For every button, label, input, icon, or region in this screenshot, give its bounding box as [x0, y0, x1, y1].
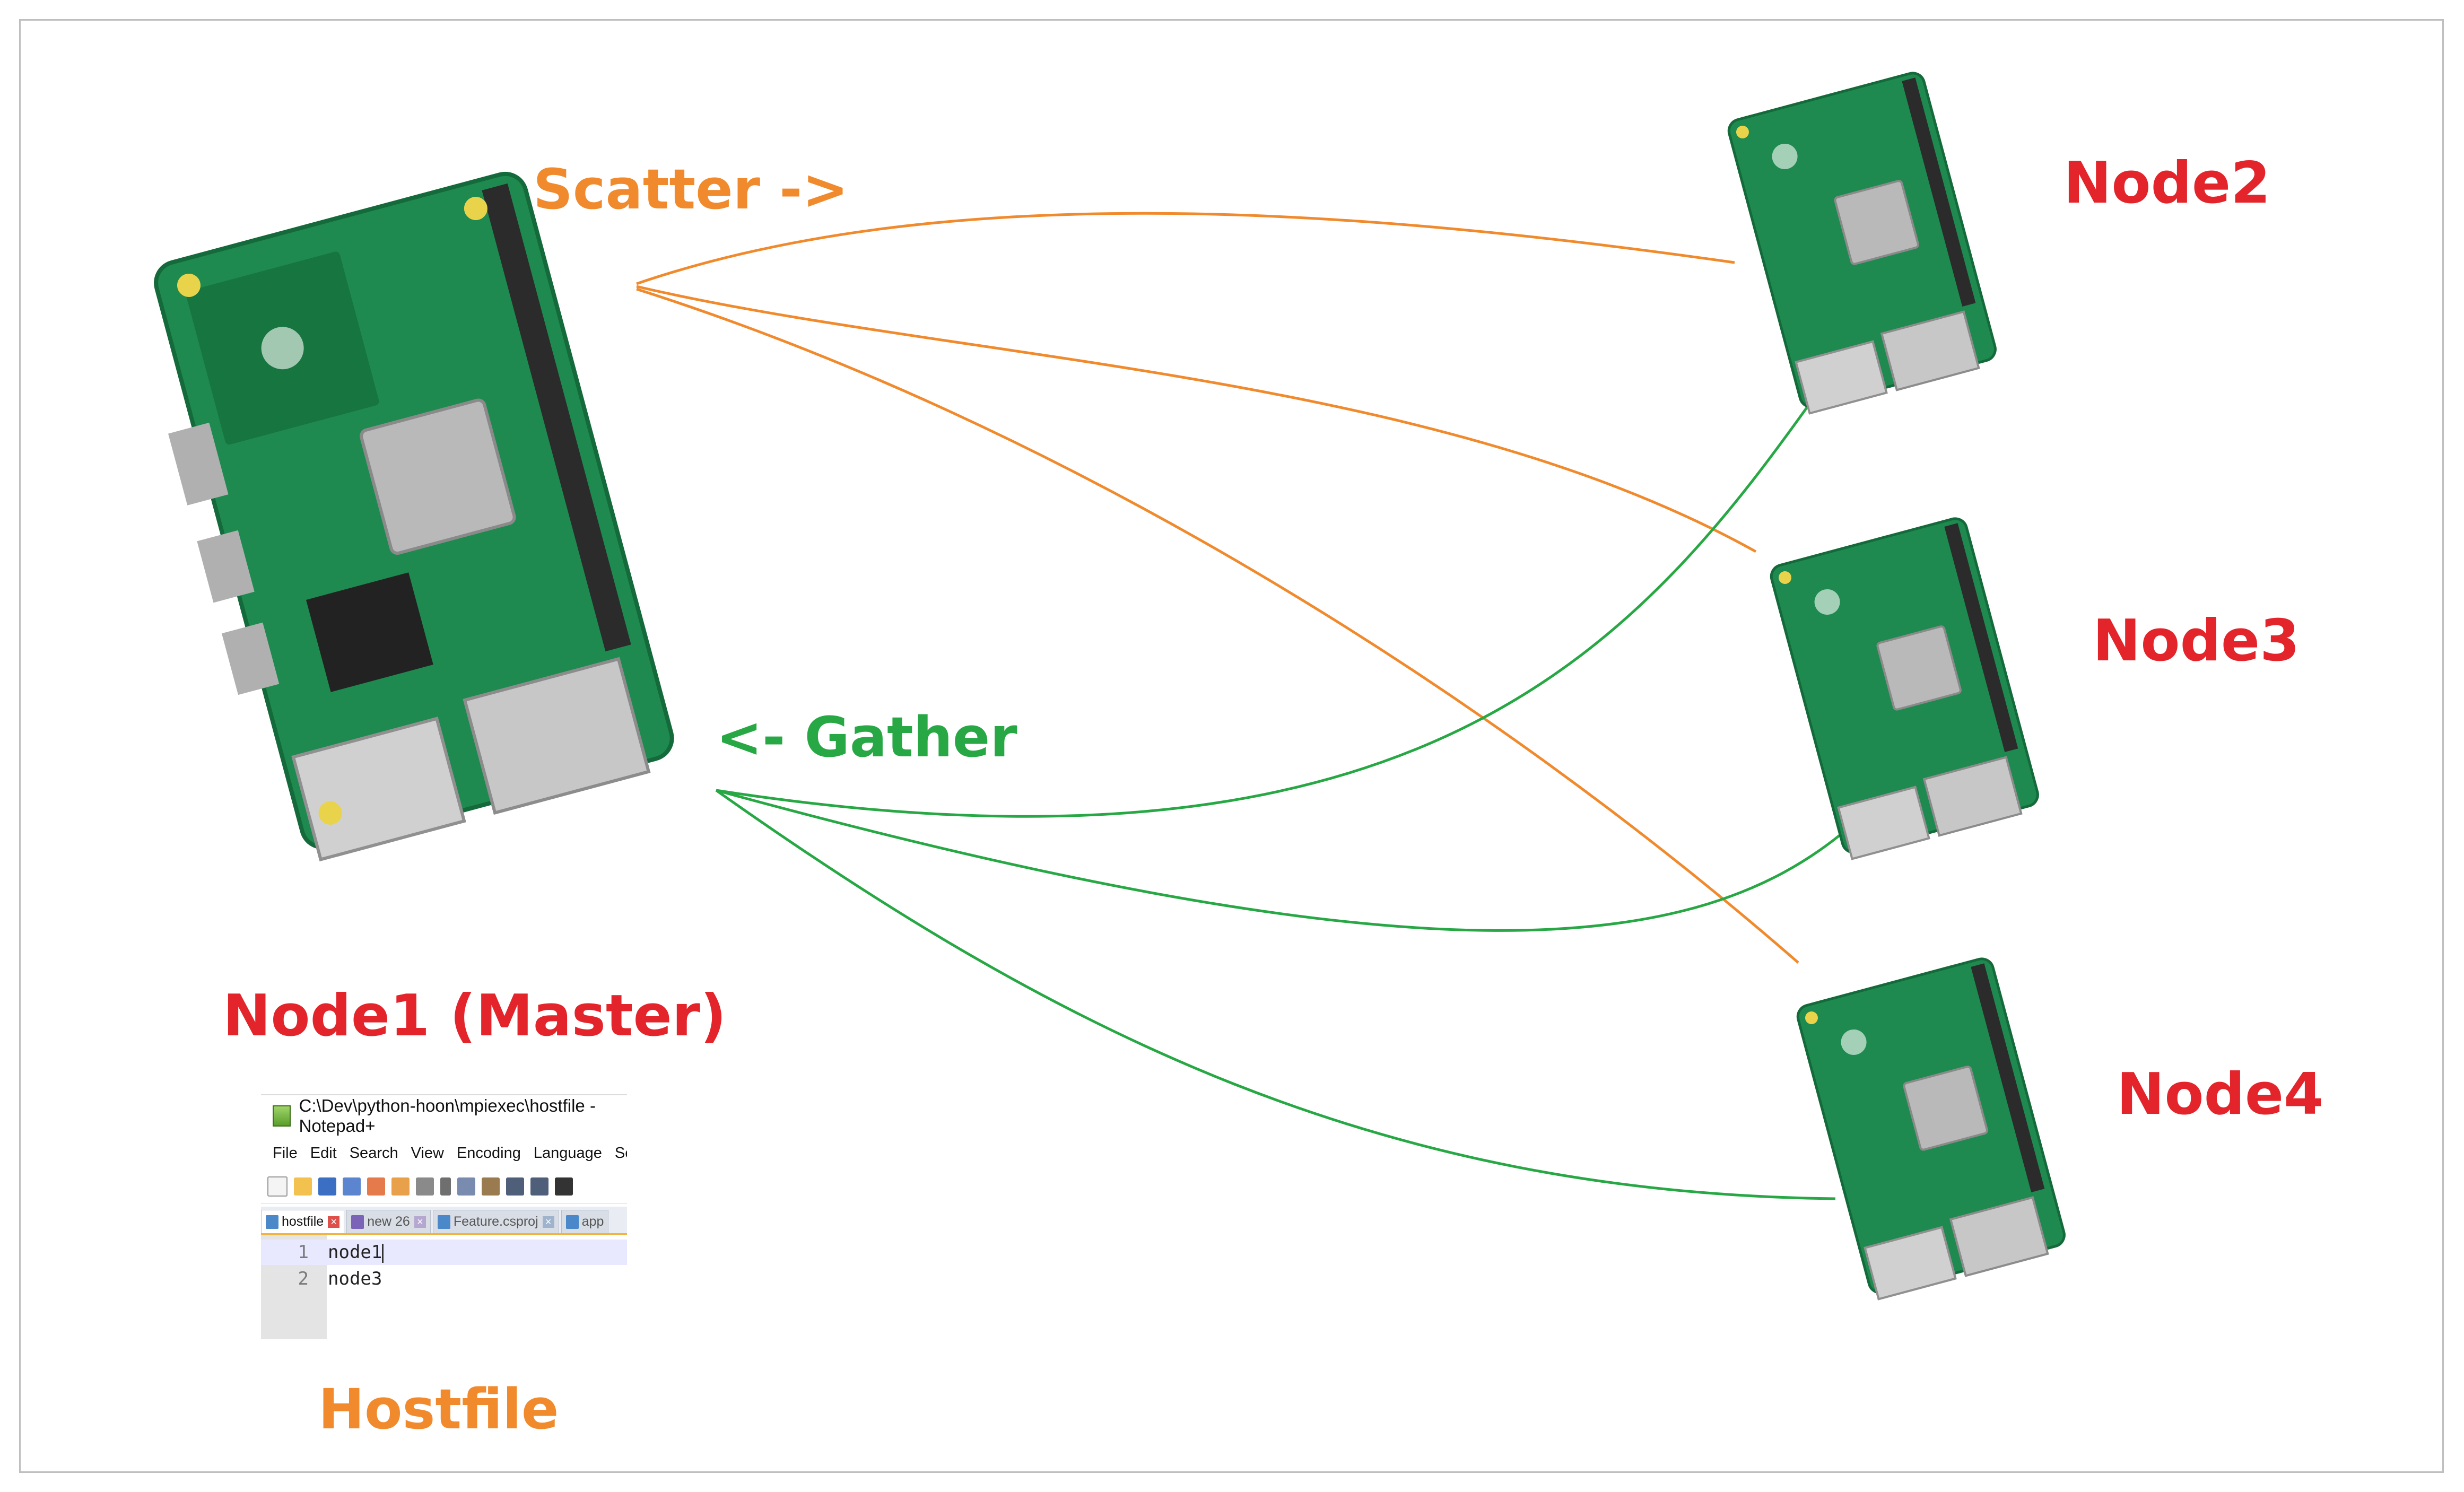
undo-icon[interactable]	[506, 1177, 524, 1196]
tab-label: Feature.csproj	[453, 1214, 538, 1229]
menu-settings[interactable]: Sett	[614, 1144, 627, 1162]
save-icon[interactable]	[318, 1177, 336, 1196]
close-icon[interactable]: ×	[414, 1216, 426, 1228]
tab-label: new 26	[367, 1214, 410, 1229]
menu-bar: File Edit Search View Encoding Language …	[261, 1138, 627, 1168]
scatter-line-node2	[636, 212, 1735, 285]
menu-language[interactable]: Language	[533, 1144, 602, 1162]
file-tabs: hostfile × new 26 × Feature.csproj × app	[261, 1207, 627, 1235]
menu-file[interactable]: File	[273, 1144, 298, 1162]
paste-icon[interactable]	[482, 1177, 500, 1196]
close-all-icon[interactable]	[391, 1177, 410, 1196]
gather-label: <- Gather	[716, 705, 1017, 770]
menu-edit[interactable]: Edit	[310, 1144, 337, 1162]
raspberry-pi-master-board	[154, 171, 674, 862]
tab-label: hostfile	[282, 1214, 324, 1229]
line-text: node3	[328, 1268, 382, 1289]
gather-line-node2	[716, 389, 1821, 818]
tab-feature-csproj[interactable]: Feature.csproj ×	[432, 1210, 559, 1233]
node1-label: Node1 (Master)	[223, 983, 727, 1049]
window-title: C:\Dev\python-hoon\mpiexec\hostfile - No…	[299, 1096, 596, 1136]
raspberry-pi-node2-board	[1727, 72, 1997, 415]
scatter-label: Scatter ->	[533, 157, 849, 222]
close-icon[interactable]: ×	[542, 1216, 554, 1228]
redo-icon[interactable]	[530, 1177, 548, 1196]
tab-new-26[interactable]: new 26 ×	[346, 1210, 431, 1233]
find-icon[interactable]	[555, 1177, 573, 1196]
file-icon	[266, 1215, 278, 1229]
open-file-icon[interactable]	[294, 1177, 312, 1196]
raspberry-pi-node3-board	[1770, 517, 2039, 860]
node3-label: Node3	[2093, 608, 2300, 674]
text-caret	[382, 1243, 384, 1263]
copy-icon[interactable]	[457, 1177, 475, 1196]
menu-encoding[interactable]: Encoding	[456, 1144, 521, 1162]
file-icon	[351, 1215, 364, 1229]
save-all-icon[interactable]	[343, 1177, 361, 1196]
notepad-app-icon	[273, 1105, 291, 1127]
line-number: 2	[298, 1268, 309, 1289]
scatter-line-node3	[636, 285, 1757, 553]
line-text: node1	[328, 1242, 384, 1263]
tab-app[interactable]: app	[561, 1210, 609, 1233]
diagram-border	[19, 19, 2444, 1473]
window-title-bar: C:\Dev\python-hoon\mpiexec\hostfile - No…	[261, 1095, 627, 1137]
scatter-line-node4	[636, 287, 1799, 964]
file-icon	[565, 1215, 579, 1229]
file-icon	[437, 1215, 450, 1229]
menu-view[interactable]: View	[411, 1144, 444, 1162]
node4-label: Node4	[2117, 1061, 2324, 1128]
gather-line-node3	[716, 789, 1847, 932]
cut-icon[interactable]	[440, 1177, 451, 1196]
print-icon[interactable]	[416, 1177, 434, 1196]
close-icon[interactable]: ×	[328, 1216, 340, 1228]
tab-hostfile[interactable]: hostfile ×	[261, 1210, 345, 1233]
close-file-icon[interactable]	[367, 1177, 385, 1196]
new-file-icon[interactable]	[267, 1176, 288, 1197]
editor-line-2[interactable]: 2 node3	[261, 1266, 627, 1292]
gather-line-node4	[715, 789, 1836, 1200]
hostfile-notepad-window: C:\Dev\python-hoon\mpiexec\hostfile - No…	[261, 1094, 627, 1339]
menu-search[interactable]: Search	[349, 1144, 398, 1162]
node2-label: Node2	[2064, 150, 2271, 216]
line-number: 1	[298, 1242, 309, 1263]
editor-line-1[interactable]: 1 node1	[261, 1240, 627, 1265]
raspberry-pi-node4-board	[1796, 957, 2066, 1301]
tab-label: app	[581, 1214, 604, 1229]
hostfile-label: Hostfile	[318, 1377, 559, 1442]
toolbar	[261, 1170, 627, 1204]
